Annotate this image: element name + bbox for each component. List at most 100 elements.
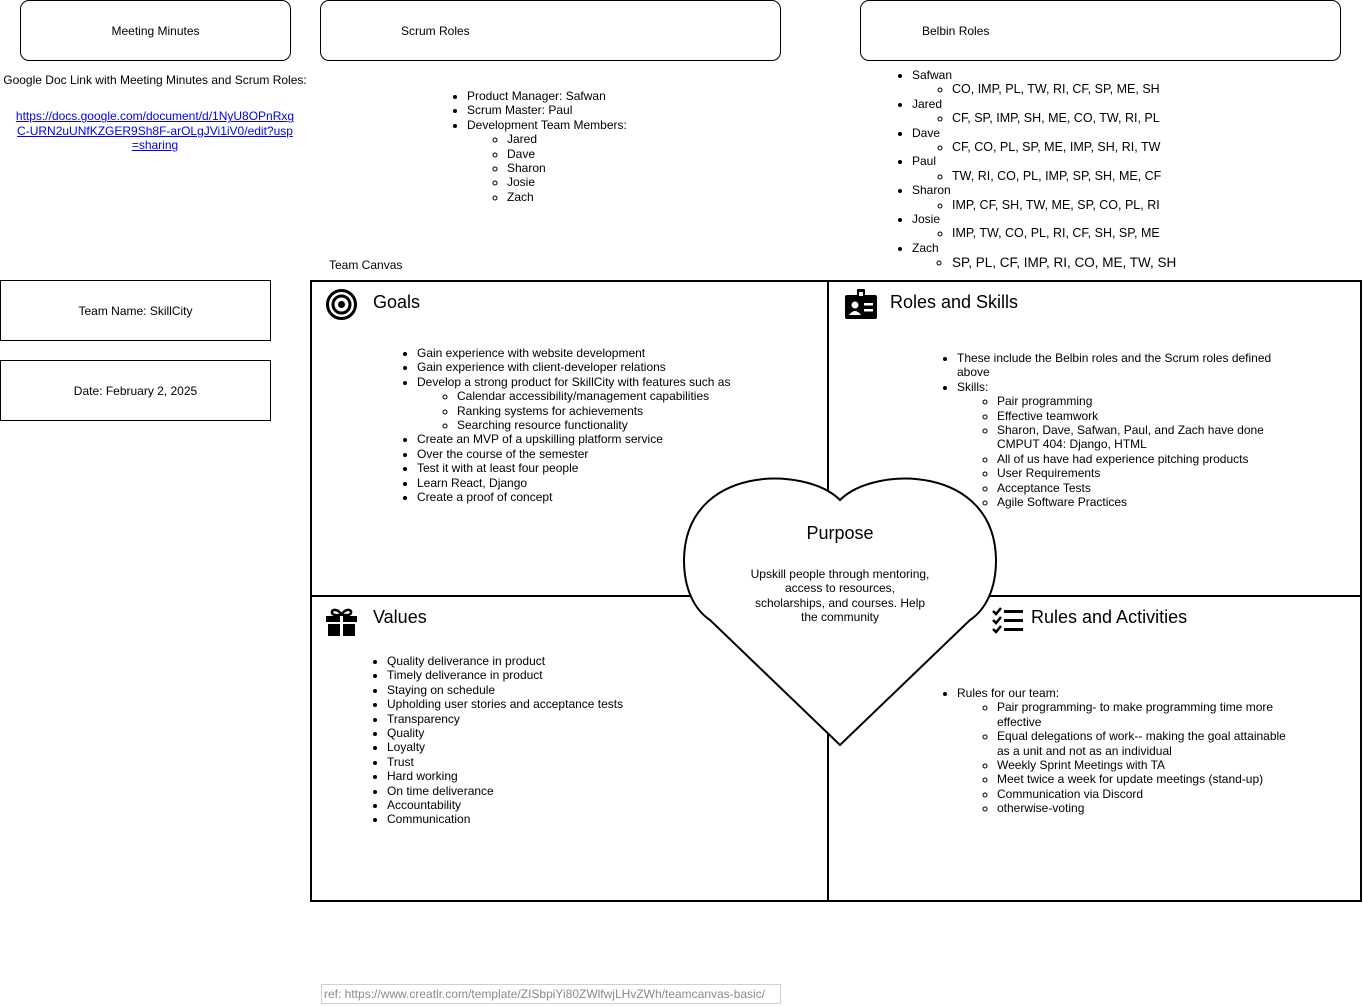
goal-feature: Calendar accessibility/management capabi… [457, 389, 827, 403]
belbin-member: Jared CF, SP, IMP, SH, ME, CO, TW, RI, P… [912, 97, 1352, 126]
goal-item: Create an MVP of a upskilling platform s… [417, 432, 827, 446]
value-item: Trust [387, 755, 667, 769]
goal-item: Develop a strong product for SkillCity w… [417, 375, 827, 433]
value-item: Quality deliverance in product [387, 654, 667, 668]
value-item: On time deliverance [387, 784, 667, 798]
dev-team-item: Development Team Members: Jared Dave Sha… [467, 118, 747, 204]
id-badge-icon [845, 289, 877, 319]
skill-item: Effective teamwork [997, 409, 1282, 423]
goals-title: Goals [373, 292, 421, 312]
value-item: Hard working [387, 769, 667, 783]
purpose-heart-shape [682, 477, 998, 747]
team-name: Team Name: SkillCity [78, 303, 193, 318]
dev-team-label: Development Team Members: [467, 117, 627, 132]
values-list: Quality deliverance in product Timely de… [367, 654, 667, 827]
value-item: Loyalty [387, 740, 667, 754]
goal-item: Create a proof of concept [417, 490, 827, 504]
belbin-roles-list: Safwan CO, IMP, PL, TW, RI, CF, SP, ME, … [892, 68, 1352, 271]
team-name-box: Team Name: SkillCity [0, 280, 271, 341]
roles-skills-item: These include the Belbin roles and the S… [957, 351, 1282, 380]
goal-item: Gain experience with client-developer re… [417, 360, 827, 374]
skill-item: Agile Software Practices [997, 495, 1282, 509]
roles-skills-title: Roles and Skills [890, 292, 1019, 312]
value-item: Timely deliverance in product [387, 668, 667, 682]
goal-feature: Searching resource functionality [457, 418, 827, 432]
value-item: Accountability [387, 798, 667, 812]
belbin-member-roles: IMP, CF, SH, TW, ME, SP, CO, PL, RI [952, 198, 1352, 212]
reference-url: ref: https://www.creatlr.com/template/ZI… [321, 984, 781, 1004]
team-canvas-frame [310, 280, 1362, 902]
belbin-member: Safwan CO, IMP, PL, TW, RI, CF, SP, ME, … [912, 68, 1352, 97]
belbin-member-name: Safwan [912, 68, 953, 82]
rule-item: Pair programming- to make programming ti… [997, 700, 1287, 729]
dev-team-member: Jared [507, 132, 747, 146]
rule-item: Meet twice a week for update meetings (s… [997, 772, 1287, 786]
doc-link-label: Google Doc Link with Meeting Minutes and… [3, 73, 307, 87]
skill-item: Sharon, Dave, Safwan, Paul, and Zach hav… [997, 423, 1282, 452]
rule-item: Equal delegations of work-- making the g… [997, 729, 1287, 758]
belbin-roles-label: Belbin Roles [922, 23, 990, 38]
product-manager: Product Manager: Safwan [467, 89, 747, 103]
goal-item: Gain experience with website development [417, 346, 827, 360]
belbin-member-name: Josie [912, 212, 941, 227]
belbin-member-name: Zach [912, 240, 939, 255]
value-item: Transparency [387, 712, 667, 726]
goal-feature: Ranking systems for achievements [457, 404, 827, 418]
target-icon [326, 289, 357, 320]
team-date: Date: February 2, 2025 [73, 383, 198, 398]
dev-team-member: Dave [507, 147, 747, 161]
scrum-roles-list: Product Manager: Safwan Scrum Master: Pa… [447, 89, 747, 204]
belbin-member-name: Jared [912, 96, 943, 111]
dev-team-member: Zach [507, 190, 747, 204]
belbin-member-roles: CF, SP, IMP, SH, ME, CO, TW, RI, PL [952, 111, 1352, 125]
belbin-member-roles: CO, IMP, PL, TW, RI, CF, SP, ME, SH [952, 82, 1352, 96]
dev-team-member: Sharon [507, 161, 747, 175]
goal-item: Over the course of the semester [417, 447, 827, 461]
doc-link-section: Google Doc Link with Meeting Minutes and… [0, 73, 310, 153]
goal-item-text: Develop a strong product for SkillCity w… [417, 374, 731, 389]
skill-item: Pair programming [997, 394, 1282, 408]
value-item: Quality [387, 726, 667, 740]
skill-item: Acceptance Tests [997, 481, 1282, 495]
roles-skills-item: Skills: Pair programming Effective teamw… [957, 380, 1282, 510]
belbin-member: Dave CF, CO, PL, SP, ME, IMP, SH, RI, TW [912, 126, 1352, 155]
team-canvas-label: Team Canvas [329, 258, 403, 272]
value-item: Communication [387, 812, 667, 826]
belbin-member-roles: IMP, TW, CO, PL, RI, CF, SH, SP, ME [952, 226, 1352, 240]
rule-item: Communication via Discord [997, 787, 1287, 801]
gift-icon [326, 608, 357, 636]
rules-title: Rules and Activities [1031, 607, 1188, 627]
rule-item: Weekly Sprint Meetings with TA [997, 758, 1287, 772]
goals-list: Gain experience with website development… [397, 346, 827, 504]
goal-item: Learn React, Django [417, 476, 827, 490]
rules-item: Rules for our team: Pair programming- to… [957, 686, 1287, 816]
meeting-minutes-box: Meeting Minutes [20, 0, 291, 61]
date-box: Date: February 2, 2025 [0, 360, 271, 421]
belbin-member-roles: TW, RI, CO, PL, IMP, SP, SH, ME, CF [952, 169, 1352, 183]
goal-item: Test it with at least four people [417, 461, 827, 475]
belbin-member-name: Paul [912, 154, 937, 169]
dev-team-member: Josie [507, 175, 747, 189]
belbin-roles-box: Belbin Roles [860, 0, 1341, 61]
scrum-roles-box: Scrum Roles [320, 0, 781, 61]
purpose-title: Purpose [806, 523, 874, 543]
belbin-member: Zach SP, PL, CF, IMP, RI, CO, ME, TW, SH [912, 241, 1352, 271]
rule-item: otherwise-voting [997, 801, 1287, 815]
skill-item: User Requirements [997, 466, 1282, 480]
belbin-member: Paul TW, RI, CO, PL, IMP, SP, SH, ME, CF [912, 154, 1352, 183]
belbin-member-name: Dave [912, 125, 941, 140]
meeting-minutes-label: Meeting Minutes [111, 23, 200, 38]
skills-label: Skills: [957, 379, 989, 394]
scrum-master: Scrum Master: Paul [467, 103, 747, 117]
rules-label: Rules for our team: [957, 686, 1060, 700]
belbin-member: Sharon IMP, CF, SH, TW, ME, SP, CO, PL, … [912, 183, 1352, 212]
belbin-member-roles: SP, PL, CF, IMP, RI, CO, ME, TW, SH [952, 255, 1352, 271]
skill-item: All of us have had experience pitching p… [997, 452, 1282, 466]
belbin-member-name: Sharon [912, 183, 951, 198]
scrum-roles-label: Scrum Roles [401, 23, 470, 38]
roles-skills-list: These include the Belbin roles and the S… [937, 351, 1282, 509]
doc-link[interactable]: https://docs.google.com/document/d/1NyU8… [15, 109, 295, 153]
values-title: Values [373, 607, 427, 627]
checklist-icon [992, 607, 1023, 634]
belbin-member: Josie IMP, TW, CO, PL, RI, CF, SH, SP, M… [912, 212, 1352, 241]
